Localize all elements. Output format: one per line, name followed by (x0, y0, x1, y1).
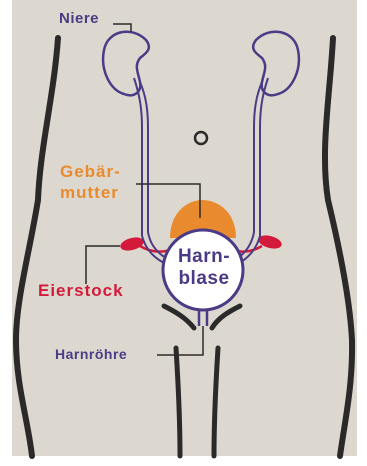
label-urethra: Harnröhre (55, 347, 127, 361)
label-kidney: Niere (59, 11, 99, 26)
label-uterus-line2: mutter (60, 182, 121, 203)
label-ovary: Eierstock (38, 282, 124, 299)
label-uterus-line1: Gebär- (60, 161, 121, 182)
label-bladder: Harn- blase (165, 246, 243, 290)
label-bladder-line1: Harn- (165, 246, 243, 268)
label-uterus: Gebär- mutter (60, 161, 121, 203)
label-bladder-line2: blase (165, 268, 243, 290)
